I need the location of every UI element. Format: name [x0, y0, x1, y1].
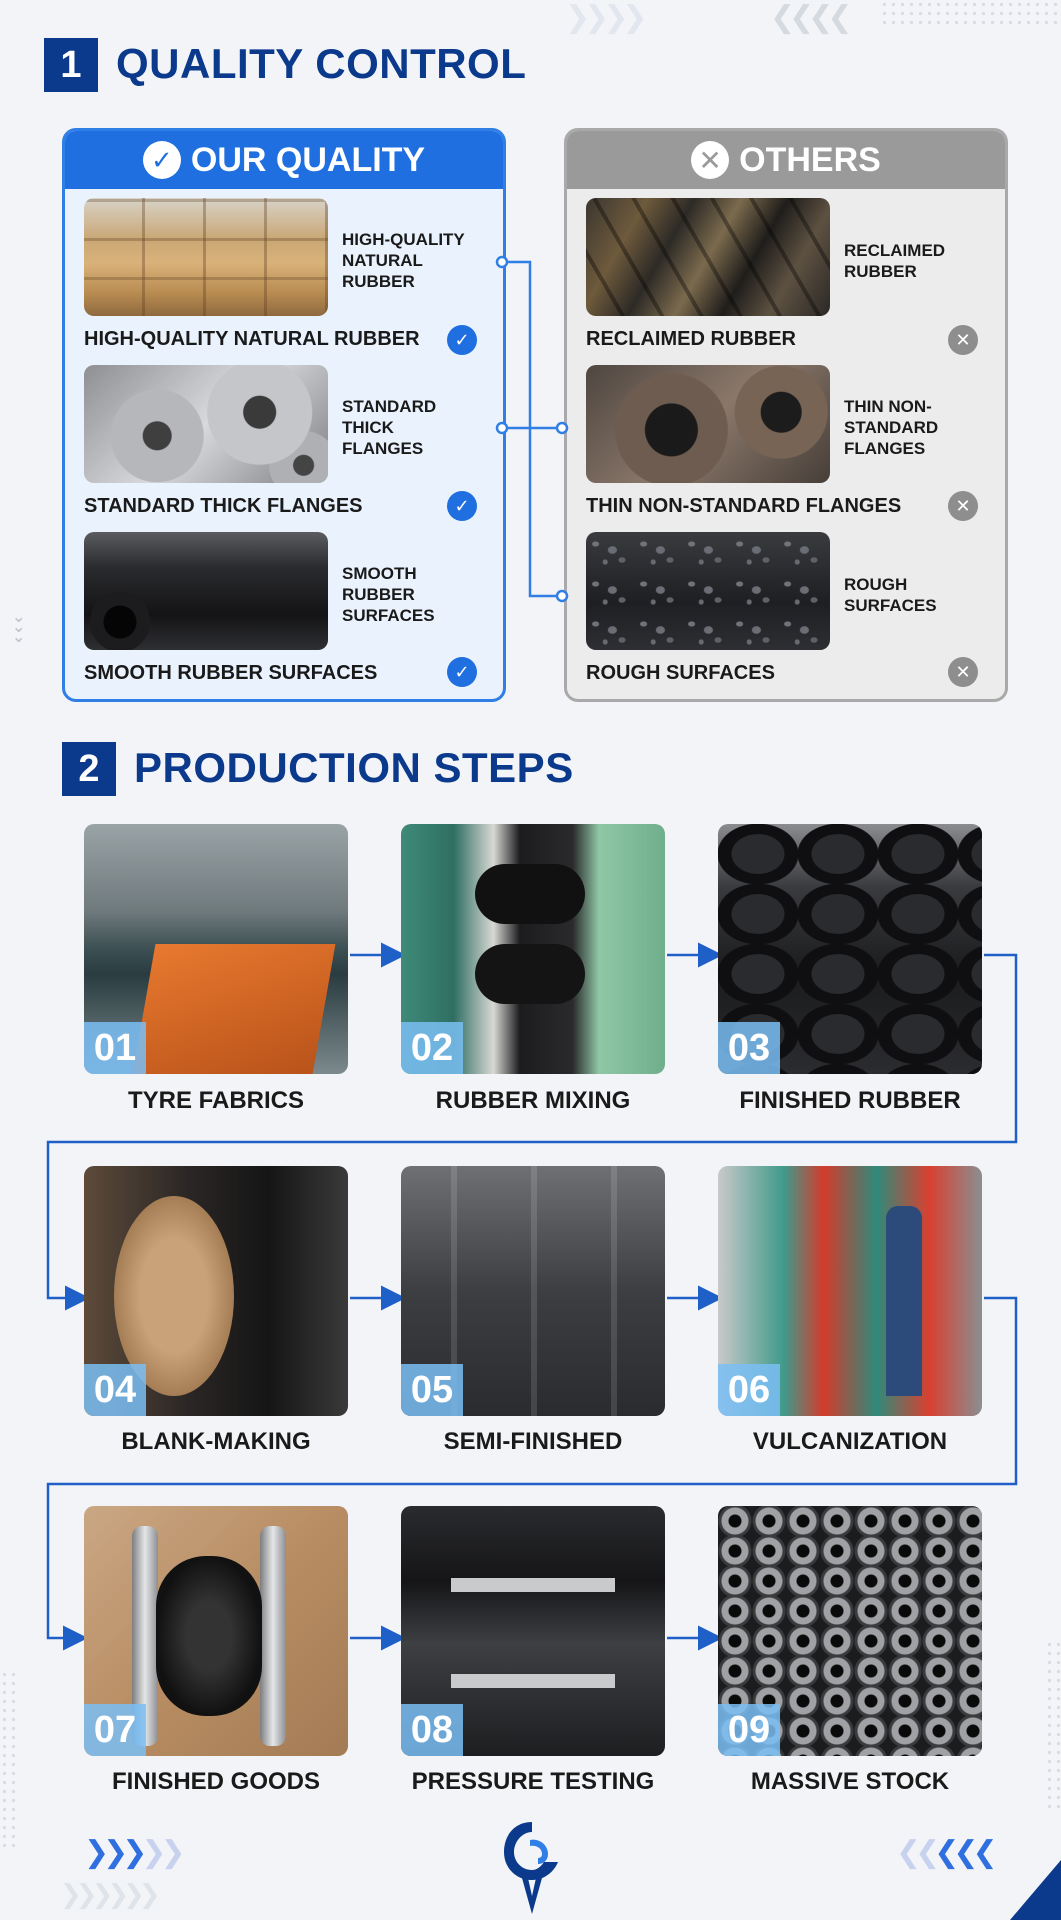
- step-7-number: 07: [84, 1704, 146, 1756]
- thin-flanges-image: [586, 365, 830, 483]
- step-6-number: 06: [718, 1364, 780, 1416]
- step-2-label: RUBBER MIXING: [435, 1087, 631, 1114]
- section-title-production: PRODUCTION STEPS: [134, 744, 574, 791]
- step-4-label: BLANK-MAKING: [121, 1428, 311, 1455]
- section-number-quality: 1: [44, 38, 98, 92]
- others-item-1-desc: RECLAIMED RUBBER: [844, 241, 946, 281]
- our-item-3-desc: SMOOTH RUBBER SURFACES: [342, 564, 435, 625]
- step-4-image: 04: [84, 1166, 348, 1416]
- step-8-image: 08: [401, 1506, 665, 1756]
- decor-chevrons-top-right: ❮❮❮❮: [770, 0, 853, 35]
- check-circle-icon: ✓: [447, 325, 477, 355]
- decor-chevrons-bottom-faint: ❯❯❯❯❯❯: [60, 1880, 161, 1910]
- check-circle-icon: ✓: [447, 491, 477, 521]
- decor-corner-triangle: [1010, 1860, 1061, 1920]
- others-item-3-label: ROUGH SURFACES: [586, 662, 775, 684]
- decor-chevrons-bottom-left: ❯❯❯❯❯: [84, 1835, 186, 1870]
- step-6-label: VULCANIZATION: [752, 1428, 948, 1455]
- our-item-1-label: HIGH-QUALITY NATURAL RUBBER: [84, 328, 420, 350]
- others-title: OTHERS: [739, 140, 881, 179]
- thick-flanges-image: [84, 365, 328, 483]
- x-circle-icon: ✕: [691, 141, 730, 179]
- others-header: ✕ OTHERS: [567, 131, 1005, 189]
- our-quality-title: OUR QUALITY: [190, 140, 426, 179]
- step-1-label: TYRE FABRICS: [127, 1087, 304, 1114]
- our-item-2-label: STANDARD THICK FLANGES: [84, 495, 363, 517]
- decor-dots-top-right: [880, 0, 1061, 30]
- others-item-3-desc: ROUGH SURFACES: [844, 575, 937, 615]
- step-3-image: 03: [718, 824, 982, 1074]
- our-item-3-label: SMOOTH RUBBER SURFACES: [84, 662, 378, 684]
- decor-dots-bottom-right: [1045, 1640, 1061, 1810]
- rough-surfaces-image: [586, 532, 830, 650]
- company-logo-icon: [504, 1822, 558, 1914]
- step-3-number: 03: [718, 1022, 780, 1074]
- others-item-1-label: RECLAIMED RUBBER: [586, 328, 796, 350]
- our-item-2-desc: STANDARD THICK FLANGES: [342, 397, 437, 458]
- step-3-label: FINISHED RUBBER: [739, 1087, 961, 1114]
- step-9-image: 09: [718, 1506, 982, 1756]
- step-9-label: MASSIVE STOCK: [750, 1768, 950, 1795]
- section-number-production: 2: [62, 742, 116, 796]
- x-circle-icon: ✕: [948, 657, 978, 687]
- step-5-label: SEMI-FINISHED: [443, 1428, 623, 1455]
- step-8-label: PRESSURE TESTING: [411, 1768, 655, 1795]
- step-6-image: 06: [718, 1166, 982, 1416]
- others-item-2-label: THIN NON-STANDARD FLANGES: [586, 495, 902, 517]
- step-4-number: 04: [84, 1364, 146, 1416]
- decor-chevrons-left: ⌄⌄⌄: [12, 607, 26, 646]
- step-2-image: 02: [401, 824, 665, 1074]
- our-quality-header: ✓ OUR QUALITY: [65, 131, 503, 189]
- step-9-number: 09: [718, 1704, 780, 1756]
- x-circle-icon: ✕: [948, 491, 978, 521]
- step-1-image: 01: [84, 824, 348, 1074]
- decor-chevrons-top-center: ❯❯❯❯: [565, 0, 648, 35]
- step-7-image: 07: [84, 1506, 348, 1756]
- reclaimed-rubber-image: [586, 198, 830, 316]
- step-2-number: 02: [401, 1022, 463, 1074]
- our-item-1-desc: HIGH-QUALITY NATURAL RUBBER: [342, 230, 465, 291]
- section-title-quality: QUALITY CONTROL: [116, 40, 527, 87]
- decor-chevrons-bottom-right: ❮❮❮❮❮: [896, 1835, 998, 1870]
- step-7-label: FINISHED GOODS: [111, 1768, 321, 1795]
- x-circle-icon: ✕: [948, 325, 978, 355]
- others-item-2-desc: THIN NON- STANDARD FLANGES: [844, 397, 939, 458]
- step-5-image: 05: [401, 1166, 665, 1416]
- natural-rubber-image: [84, 198, 328, 316]
- decor-dots-bottom-left: [0, 1670, 20, 1850]
- step-8-number: 08: [401, 1704, 463, 1756]
- smooth-rubber-image: [84, 532, 328, 650]
- check-circle-icon: ✓: [142, 141, 181, 179]
- check-circle-icon: ✓: [447, 657, 477, 687]
- step-1-number: 01: [84, 1022, 146, 1074]
- step-5-number: 05: [401, 1364, 463, 1416]
